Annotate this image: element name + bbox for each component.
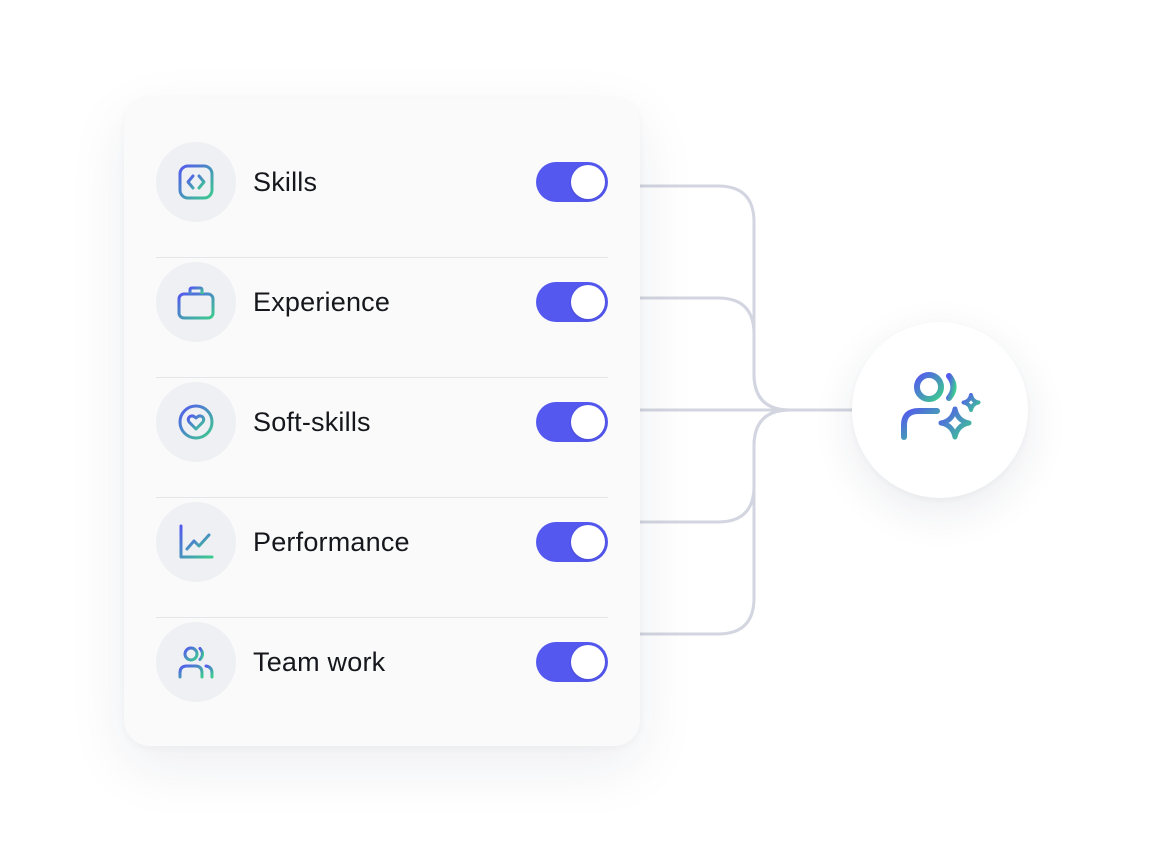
toggle-knob	[571, 645, 605, 679]
briefcase-icon	[156, 262, 236, 342]
criteria-label: Performance	[253, 527, 410, 557]
criteria-label: Experience	[253, 287, 391, 317]
toggle-performance[interactable]	[536, 522, 608, 562]
divider	[156, 617, 608, 618]
profile-match-node	[852, 322, 1028, 498]
divider	[156, 377, 608, 378]
criteria-row-soft-skills: Soft-skills	[156, 378, 608, 498]
users-icon	[156, 622, 236, 702]
criteria-row-team-work: Team work	[156, 618, 608, 738]
connector-performance	[638, 408, 792, 524]
divider	[156, 257, 608, 258]
criteria-label: Team work	[253, 647, 386, 677]
toggle-soft-skills[interactable]	[536, 402, 608, 442]
toggle-team-work[interactable]	[536, 642, 608, 682]
toggle-knob	[571, 405, 605, 439]
toggle-knob	[571, 525, 605, 559]
connector-team-work	[638, 408, 792, 636]
code-square-icon	[156, 142, 236, 222]
toggle-knob	[571, 285, 605, 319]
toggle-experience[interactable]	[536, 282, 608, 322]
criteria-row-skills: Skills	[156, 138, 608, 258]
criteria-label: Soft-skills	[253, 407, 371, 437]
users-sparkle-icon	[901, 372, 981, 440]
heart-circle-icon	[156, 382, 236, 462]
divider	[156, 497, 608, 498]
chart-line-icon	[156, 502, 236, 582]
toggle-skills[interactable]	[536, 162, 608, 202]
toggle-knob	[571, 165, 605, 199]
connector-experience	[638, 296, 792, 412]
criteria-label: Skills	[253, 167, 318, 197]
criteria-row-experience: Experience	[156, 258, 608, 378]
criteria-card: Skills Experience	[124, 98, 640, 746]
criteria-row-performance: Performance	[156, 498, 608, 618]
